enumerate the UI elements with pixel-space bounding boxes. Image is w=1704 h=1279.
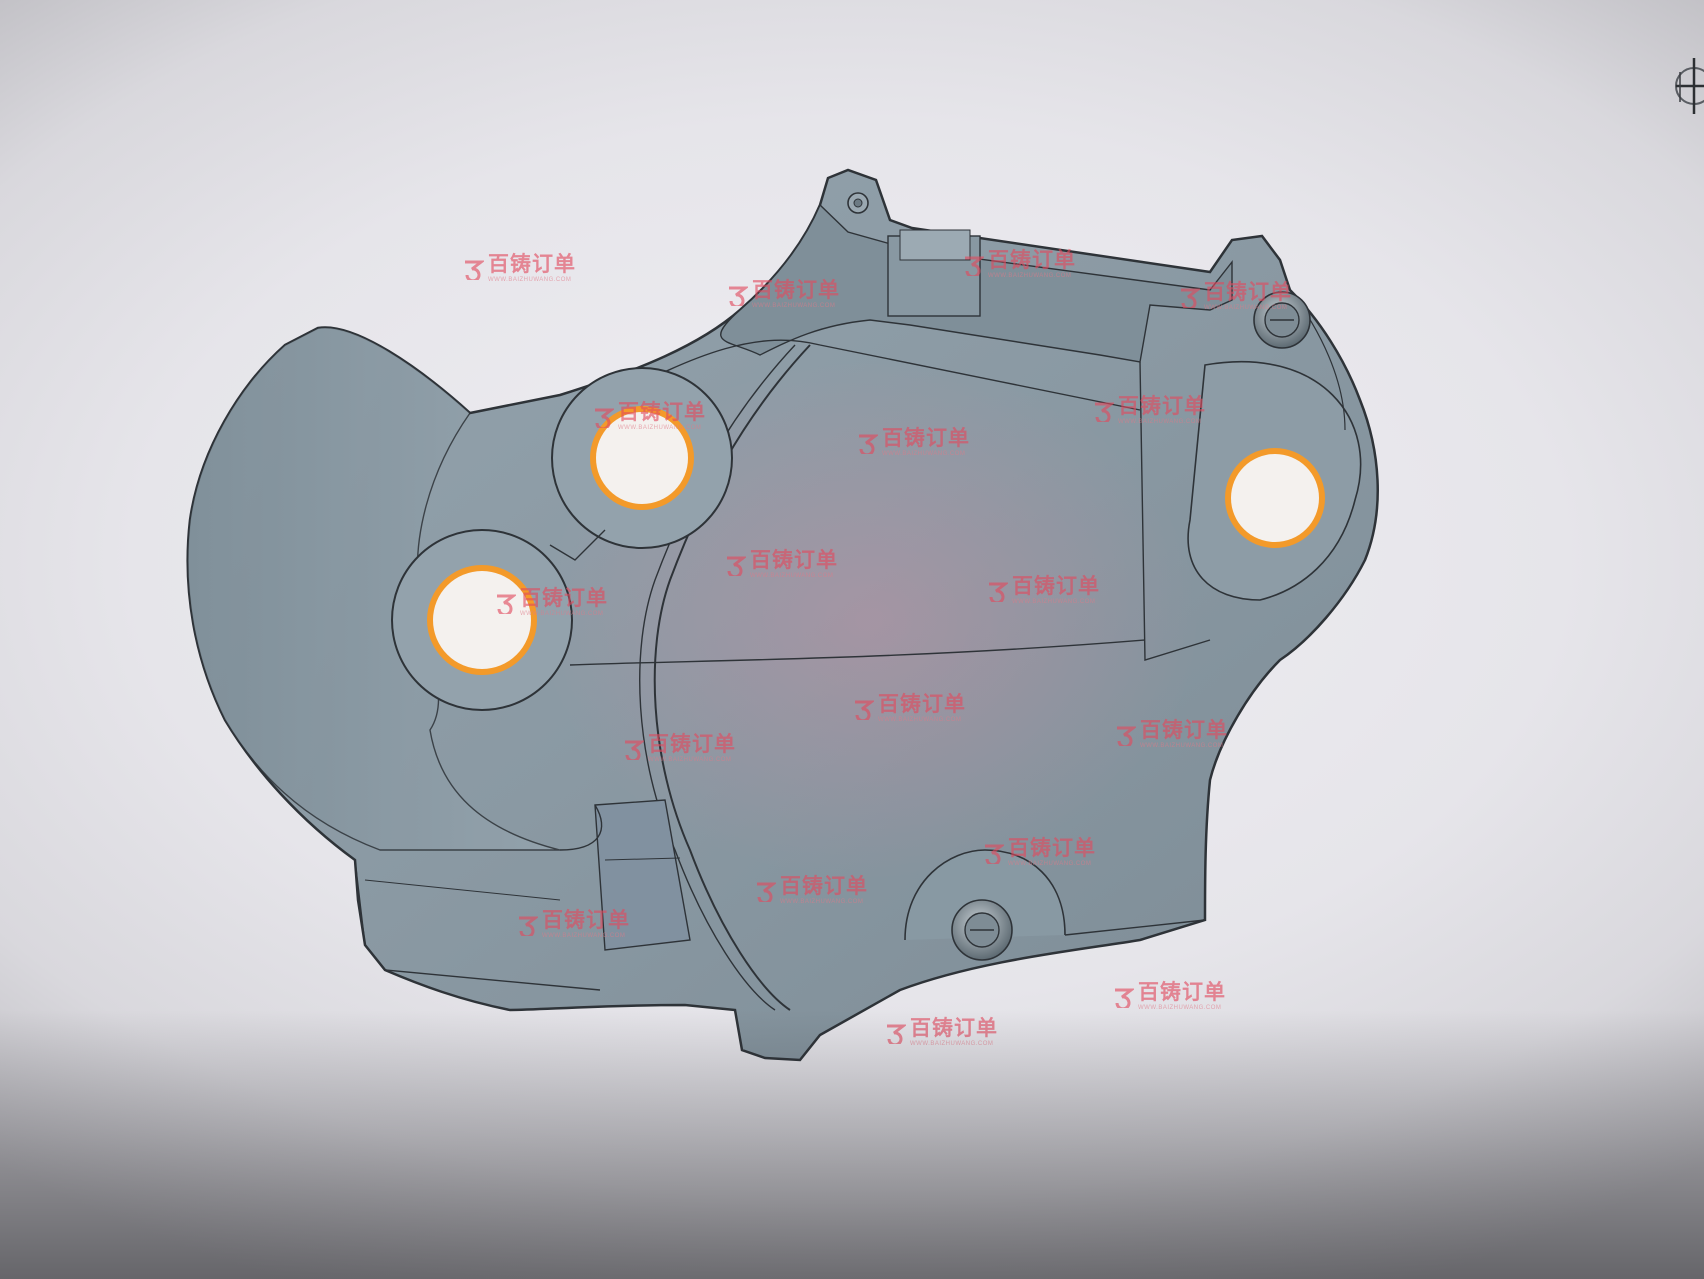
left-flange (186, 326, 561, 851)
lower-pocket (594, 799, 691, 951)
left-hole (433, 571, 531, 669)
upper-left-hole (596, 412, 688, 504)
bottom-bolt-icon (951, 899, 1013, 961)
top-right-bolt-icon (1253, 291, 1311, 349)
right-hole (1231, 454, 1319, 542)
axis-triad-icon[interactable] (1672, 52, 1704, 122)
